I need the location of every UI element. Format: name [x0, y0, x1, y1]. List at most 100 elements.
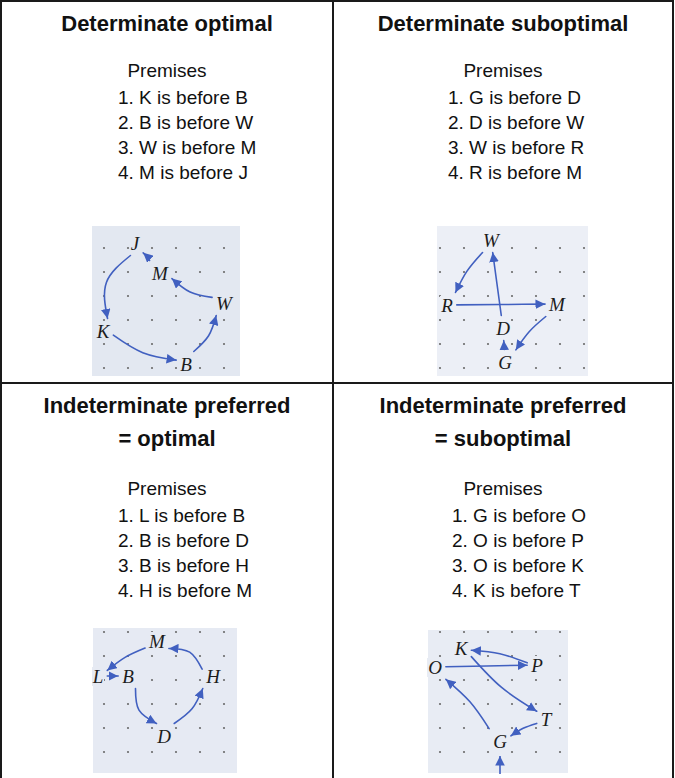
premise: 2. B is before D	[118, 528, 252, 553]
table-cell: Determinate optimalPremises1. K is befor…	[0, 0, 334, 384]
letter-node: M	[151, 264, 169, 283]
premise: 1. G is before D	[448, 85, 584, 110]
sketch-arrow	[135, 689, 156, 724]
premises-heading: Premises	[2, 58, 332, 83]
sketch-arrow	[446, 679, 489, 728]
term-letter: M	[152, 263, 168, 284]
sketch-panel	[437, 226, 588, 376]
term-letter: M	[549, 294, 565, 315]
sketch-arrow	[104, 256, 130, 319]
term-letter: D	[157, 726, 171, 747]
sketch-ground	[428, 630, 568, 773]
start-arrow	[499, 756, 501, 774]
panel-heading: Determinate optimal	[17, 10, 317, 38]
dot-grid	[93, 628, 237, 773]
sketch-arrow	[107, 675, 118, 677]
term-letter: W	[216, 293, 232, 314]
letter-node: K	[96, 322, 111, 341]
term-letter: O	[428, 657, 442, 678]
letter-node: H	[205, 667, 221, 686]
letter-node: D	[495, 319, 511, 338]
table-cell: Indeterminate preferred = suboptimalPrem…	[332, 382, 674, 778]
letter-node: M	[148, 632, 166, 651]
letter-node: K	[454, 639, 469, 658]
table-cell: Determinate suboptimalPremises1. G is be…	[332, 0, 674, 384]
dot-grid	[437, 226, 588, 376]
premises-heading: Premises	[334, 476, 672, 501]
sketch-arrow	[511, 723, 537, 735]
term-letter: P	[531, 655, 543, 676]
sketch-arrow	[172, 279, 212, 298]
term-letter: D	[496, 318, 510, 339]
sketch-arrow	[455, 253, 482, 293]
letter-node: W	[482, 231, 500, 250]
sketch-arrow	[174, 689, 203, 724]
panel-heading: Indeterminate preferred = optimal	[43, 389, 291, 455]
letter-node: B	[179, 355, 193, 374]
letter-node: G	[497, 353, 513, 372]
premise: 2. D is before W	[448, 110, 584, 135]
sketch-panel	[92, 226, 240, 376]
term-letter: T	[541, 709, 552, 730]
sketch-panel	[428, 630, 568, 773]
sketch-panel	[93, 628, 237, 773]
letter-node: J	[130, 234, 140, 253]
letter-node: W	[215, 294, 233, 313]
term-letter: M	[149, 631, 165, 652]
premise: 4. K is before T	[452, 578, 586, 603]
table-cell: Indeterminate preferred = optimalPremise…	[0, 382, 334, 778]
premise: 1. K is before B	[118, 85, 256, 110]
term-letter: G	[498, 352, 512, 373]
dot-grid	[92, 226, 240, 376]
premises-heading: Premises	[334, 58, 672, 83]
premise: 3. W is before R	[448, 135, 584, 160]
sketch-arrow	[113, 335, 176, 360]
premise: 4. M is before J	[118, 160, 256, 185]
letter-node: L	[92, 667, 105, 686]
letter-node: B	[121, 667, 135, 686]
sketch-arrow	[194, 316, 216, 352]
term-letter: K	[97, 321, 110, 342]
sketch-ground	[437, 226, 588, 376]
letter-node: G	[492, 732, 508, 751]
sketch-arrow	[457, 303, 545, 305]
term-letter: B	[122, 666, 134, 687]
letter-node: M	[548, 295, 566, 314]
letter-node: R	[440, 296, 454, 315]
sketch-arrow	[169, 648, 202, 669]
sketch-ground	[92, 226, 240, 376]
term-letter: L	[93, 666, 104, 687]
dot-grid	[428, 630, 568, 773]
sketch-arrow	[143, 253, 149, 261]
premise: 1. L is before B	[118, 503, 252, 528]
premise: 3. B is before H	[118, 553, 252, 578]
term-letter: R	[441, 295, 453, 316]
term-letter: K	[455, 638, 468, 659]
letter-node: P	[530, 656, 544, 675]
premise-list: 1. G is before O2. O is before P3. O is …	[452, 503, 586, 603]
premise: 4. R is before M	[448, 160, 584, 185]
premise: 1. G is before O	[452, 503, 586, 528]
panel-heading: Determinate suboptimal	[348, 10, 658, 38]
term-letter: H	[206, 666, 220, 687]
premise-list: 1. K is before B2. B is before W3. W is …	[118, 85, 256, 185]
premise: 2. O is before P	[452, 528, 586, 553]
sketch-arrow	[471, 650, 527, 662]
letter-node: T	[540, 710, 553, 729]
term-letter: W	[483, 230, 499, 251]
letter-node: D	[156, 727, 172, 746]
premise: 2. B is before W	[118, 110, 256, 135]
term-letter: B	[180, 354, 192, 375]
premise: 3. W is before M	[118, 135, 256, 160]
term-letter: J	[131, 233, 139, 254]
letter-node: O	[427, 658, 443, 677]
sketch-arrow	[446, 665, 527, 667]
premise: 4. H is before M	[118, 578, 252, 603]
panel-heading: Indeterminate preferred = suboptimal	[379, 389, 627, 455]
premises-heading: Premises	[2, 476, 332, 501]
premise-list: 1. G is before D2. D is before W3. W is …	[448, 85, 584, 185]
premise-list: 1. L is before B2. B is before D3. B is …	[118, 503, 252, 603]
term-letter: G	[493, 731, 507, 752]
sketch-arrow	[471, 657, 536, 712]
